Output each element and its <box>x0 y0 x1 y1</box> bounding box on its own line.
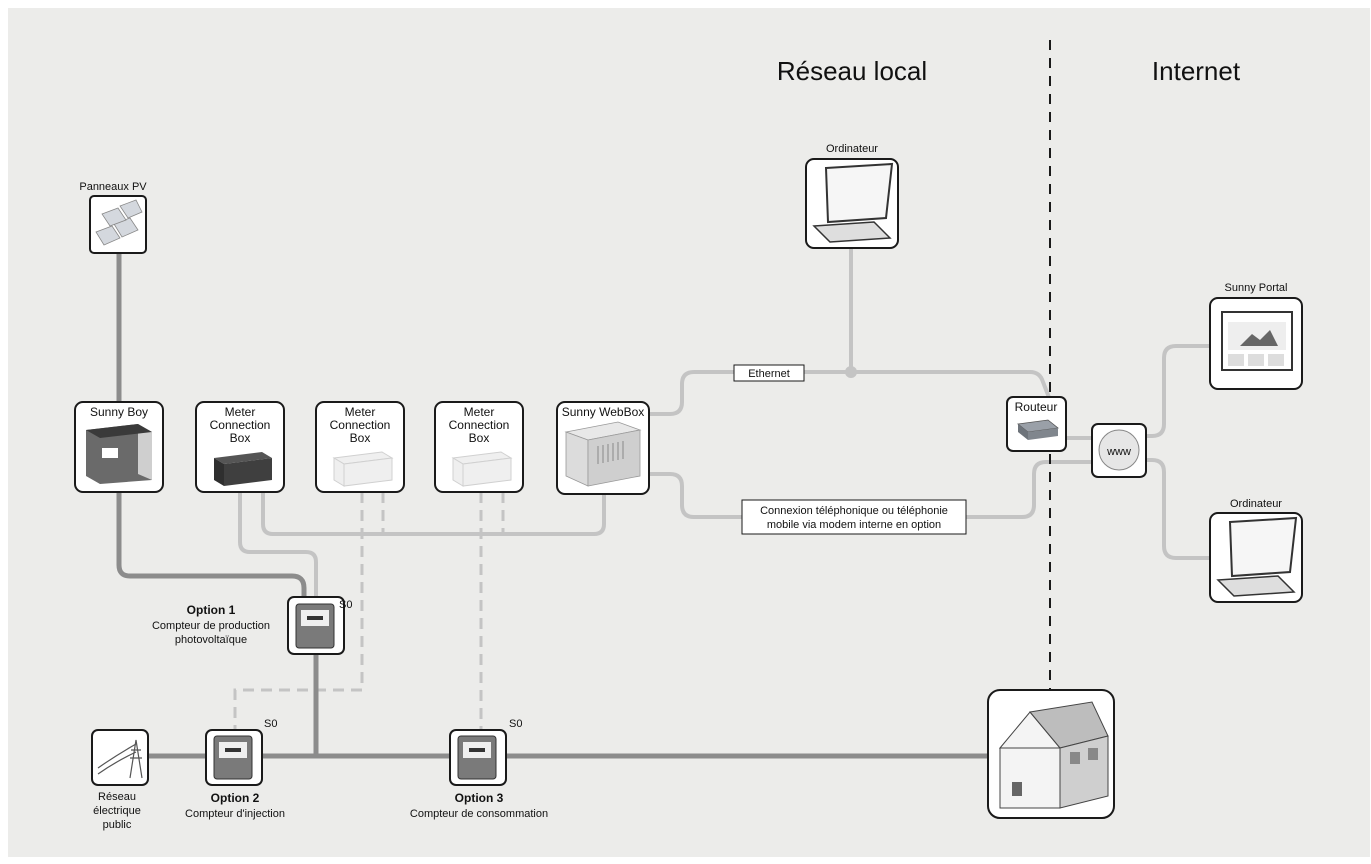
zone-local-label: Réseau local <box>777 56 927 86</box>
pv-panels-label: Panneaux PV <box>79 181 147 193</box>
web-portal-icon <box>1221 311 1293 371</box>
laptop-icon <box>812 162 894 243</box>
inverter-to-option1-line <box>116 492 307 597</box>
optional-data-lines <box>233 492 505 730</box>
option3-title: Option 3 <box>455 791 504 805</box>
option1-signal: S0 <box>339 599 352 611</box>
phone-modem-label-line1: Connexion téléphonique ou téléphonie <box>760 505 948 517</box>
meter-box-1-line2: Connection <box>210 418 271 432</box>
laptop-icon <box>1216 516 1298 597</box>
meter-connection-box-3: Meter Connection Box <box>434 401 524 493</box>
meter-box-3-line3: Box <box>469 431 490 445</box>
computer-internet-device <box>1209 512 1303 603</box>
zone-internet-label: Internet <box>1152 56 1241 86</box>
sunny-portal-device <box>1209 297 1303 390</box>
router-device: Routeur <box>1006 396 1067 452</box>
ethernet-label-box: Ethernet <box>733 364 805 382</box>
public-grid-line2: électrique <box>93 805 141 817</box>
house-device <box>987 689 1115 819</box>
meter-box-2-line1: Meter <box>345 405 376 419</box>
globe-icon <box>1098 429 1140 471</box>
meter-box-2-line3: Box <box>350 431 371 445</box>
phone-modem-label-line2: mobile via modem interne en option <box>767 519 941 531</box>
meter-box-3-line1: Meter <box>464 405 495 419</box>
computer-local-label: Ordinateur <box>826 143 878 155</box>
computer-local-device <box>805 158 899 249</box>
public-grid-line3: public <box>103 819 132 831</box>
www-text: www <box>1106 446 1131 458</box>
meter-box-icon <box>214 452 272 486</box>
house-icon <box>998 701 1109 809</box>
energy-meter-icon <box>295 603 335 649</box>
meter-connection-box-2: Meter Connection Box <box>315 401 405 493</box>
meter-box-icon-faded <box>451 451 513 487</box>
option1-meter-device <box>287 596 345 655</box>
option2-meter-device <box>205 729 263 786</box>
option3-meter-device <box>449 729 507 786</box>
sunny-webbox-label: Sunny WebBox <box>562 405 645 419</box>
option1-title: Option 1 <box>187 603 236 617</box>
computer-internet-label: Ordinateur <box>1230 498 1282 510</box>
meterbox2-to-option2-line <box>233 492 364 730</box>
option1-desc-line2: photovoltaïque <box>175 634 247 646</box>
solar-panel-icon <box>95 199 143 246</box>
meter-box-3-line2: Connection <box>449 418 510 432</box>
public-grid-line1: Réseau <box>98 791 136 803</box>
inverter-icon <box>86 424 152 484</box>
power-lines <box>116 253 988 759</box>
meterbox1-to-option1-line <box>238 492 318 597</box>
sunny-boy-label: Sunny Boy <box>90 405 148 419</box>
www-to-portal-line <box>1146 344 1210 438</box>
sunny-webbox-device: Sunny WebBox <box>556 401 650 495</box>
phone-modem-label-box: Connexion téléphonique ou téléphonie mob… <box>741 499 967 535</box>
router-label: Routeur <box>1015 400 1058 414</box>
ethernet-label: Ethernet <box>748 368 790 380</box>
option2-title: Option 2 <box>211 791 260 805</box>
www-device: www <box>1091 423 1147 478</box>
pv-panels <box>89 195 147 254</box>
router-icon <box>1017 419 1059 440</box>
option2-desc: Compteur d'injection <box>185 808 285 820</box>
option3-desc: Compteur de consommation <box>410 808 548 820</box>
webbox-icon <box>564 421 642 487</box>
meter-box-icon-faded <box>332 451 394 487</box>
meter-box-1-line1: Meter <box>225 405 256 419</box>
ethernet-line <box>650 370 1052 416</box>
energy-meter-icon <box>213 735 253 780</box>
public-grid-device <box>91 729 149 786</box>
sunny-boy-device: Sunny Boy <box>74 401 164 493</box>
meter-box-1-line3: Box <box>230 431 251 445</box>
option2-signal: S0 <box>264 718 277 730</box>
option3-signal: S0 <box>509 718 522 730</box>
energy-meter-icon <box>457 735 497 780</box>
meterbox-bus-line <box>261 492 606 536</box>
meter-connection-box-1: Meter Connection Box <box>195 401 285 493</box>
meter-box-2-line2: Connection <box>330 418 391 432</box>
sunny-portal-label: Sunny Portal <box>1225 282 1288 294</box>
www-to-computer-line <box>1146 458 1210 560</box>
option1-desc-line1: Compteur de production <box>152 620 270 632</box>
ethernet-junction-dot <box>845 366 857 378</box>
power-pylon-icon <box>97 739 143 779</box>
